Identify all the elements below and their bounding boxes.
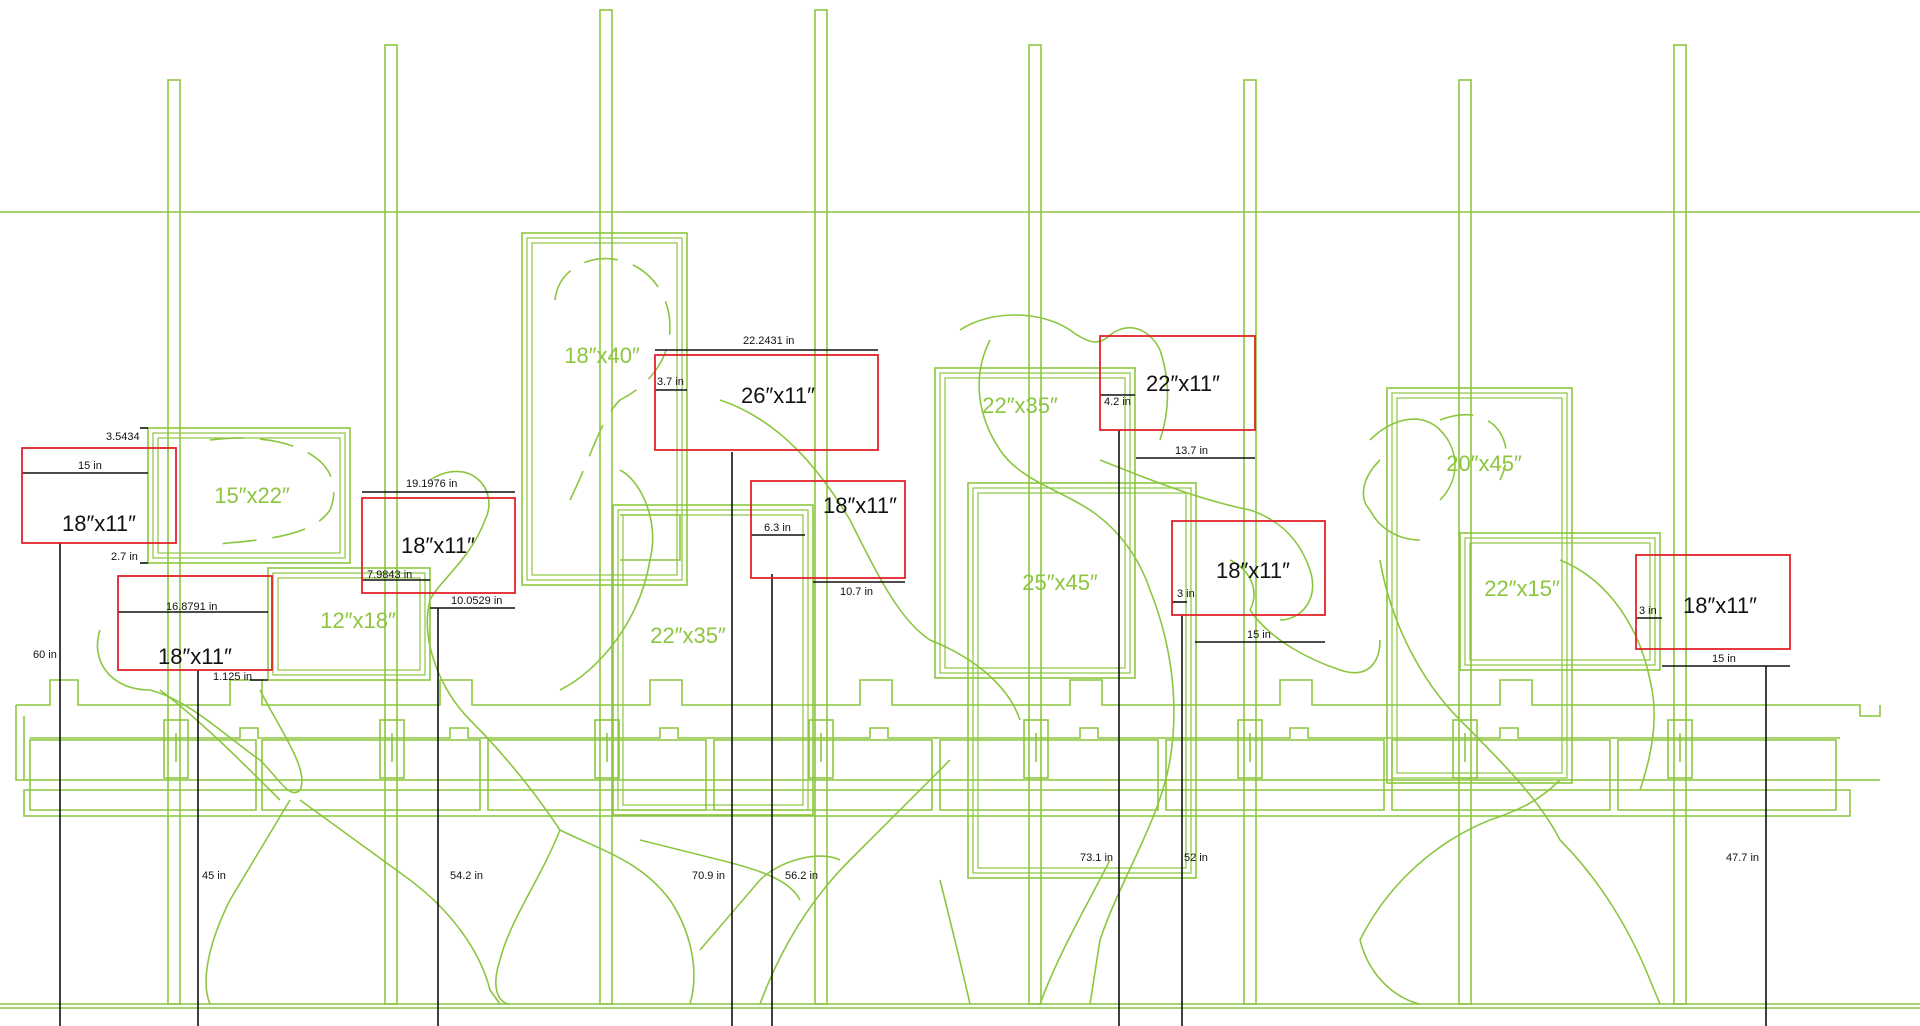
sign-1-label: 18″x11″	[62, 511, 136, 536]
sign-5-label: 18″x11″	[823, 493, 897, 518]
frame-22x35-center: 22″x35″	[612, 504, 814, 816]
dim-label-45in: 45 in	[202, 870, 226, 882]
dim-label-16-8791in: 16.8791 in	[166, 601, 217, 613]
dim-label-3in-b: 3 in	[1639, 605, 1657, 617]
dim-label-7-9843in: 7.9843 in	[367, 569, 412, 581]
dim-label-3-7in: 3.7 in	[657, 376, 684, 388]
sign-8: 18″x11″	[1635, 554, 1791, 650]
dim-label-54-2in: 54.2 in	[450, 870, 483, 882]
dim-label-15in-a: 15 in	[78, 460, 102, 472]
frame-20x45: 20″x45″	[1386, 387, 1573, 784]
sign-4-label: 26″x11″	[741, 383, 815, 408]
dim-label-19-1976in: 19.1976 in	[406, 478, 457, 490]
sign-7-label: 18″x11″	[1216, 558, 1290, 583]
dimension-lines	[22, 349, 1790, 1026]
dim-label-22-2431in: 22.2431 in	[743, 335, 794, 347]
sign-8-label: 18″x11″	[1683, 593, 1757, 618]
dim-label-3in-a: 3 in	[1177, 588, 1195, 600]
dim-label-56-2in: 56.2 in	[785, 870, 818, 882]
sign-6: 22″x11″	[1099, 335, 1256, 431]
dim-label-47-7in: 47.7 in	[1726, 852, 1759, 864]
frame-22x15: 22″x15″	[1459, 532, 1661, 671]
frame-22x35-right: 22″x35″	[934, 367, 1136, 679]
picture-frames: 15″x22″ 12″x18″ 18″x40″ 22″x35″	[147, 232, 1661, 879]
frame-12x18-label: 12″x18″	[320, 608, 396, 633]
frame-22x35-right-label: 22″x35″	[982, 393, 1058, 418]
dim-label-3-5434: 3.5434	[106, 431, 140, 443]
dim-label-15in-c: 15 in	[1712, 653, 1736, 665]
dim-label-60in: 60 in	[33, 649, 57, 661]
frame-25x45-label: 25″x45″	[1022, 570, 1098, 595]
dim-label-6-3in: 6.3 in	[764, 522, 791, 534]
sign-3: 18″x11″	[361, 497, 516, 594]
dim-label-10-0529in: 10.0529 in	[451, 595, 502, 607]
dim-label-4-2in: 4.2 in	[1104, 396, 1131, 408]
sign-5: 18″x11″	[750, 480, 906, 579]
frame-18x40: 18″x40″	[521, 232, 688, 586]
frame-20x45-label: 20″x45″	[1446, 451, 1522, 476]
sign-6-label: 22″x11″	[1146, 371, 1220, 396]
frame-22x35-center-label: 22″x35″	[650, 623, 726, 648]
dimension-labels: 3.5434 15 in 2.7 in 60 in 16.8791 in 1.1…	[33, 335, 1759, 882]
dim-label-13-7in: 13.7 in	[1175, 445, 1208, 457]
sign-3-label: 18″x11″	[401, 533, 475, 558]
sign-2-label: 18″x11″	[158, 644, 232, 669]
sign-4: 26″x11″	[654, 354, 879, 451]
frame-25x45: 25″x45″	[967, 482, 1197, 879]
dim-label-10-7in: 10.7 in	[840, 586, 873, 598]
signs: 18″x11″ 18″x11″ 18″x11″ 26″x11″ 18″x11″ …	[21, 335, 1791, 671]
frame-18x40-label: 18″x40″	[564, 343, 640, 368]
sign-7: 18″x11″	[1171, 520, 1326, 616]
sign-1: 18″x11″	[21, 447, 177, 544]
dim-label-52in: 52 in	[1184, 852, 1208, 864]
dim-label-1-125in: 1.125 in	[213, 671, 252, 683]
dim-label-2-7in: 2.7 in	[111, 551, 138, 563]
sign-2: 18″x11″	[117, 575, 273, 671]
frame-22x15-label: 22″x15″	[1484, 576, 1560, 601]
dim-label-15in-b: 15 in	[1247, 629, 1271, 641]
frame-15x22: 15″x22″	[147, 427, 351, 564]
structure-lines	[0, 9, 1920, 1009]
frame-15x22-label: 15″x22″	[214, 483, 290, 508]
dim-label-70-9in: 70.9 in	[692, 870, 725, 882]
dim-label-73-1in: 73.1 in	[1080, 852, 1113, 864]
frame-12x18: 12″x18″	[267, 567, 431, 681]
